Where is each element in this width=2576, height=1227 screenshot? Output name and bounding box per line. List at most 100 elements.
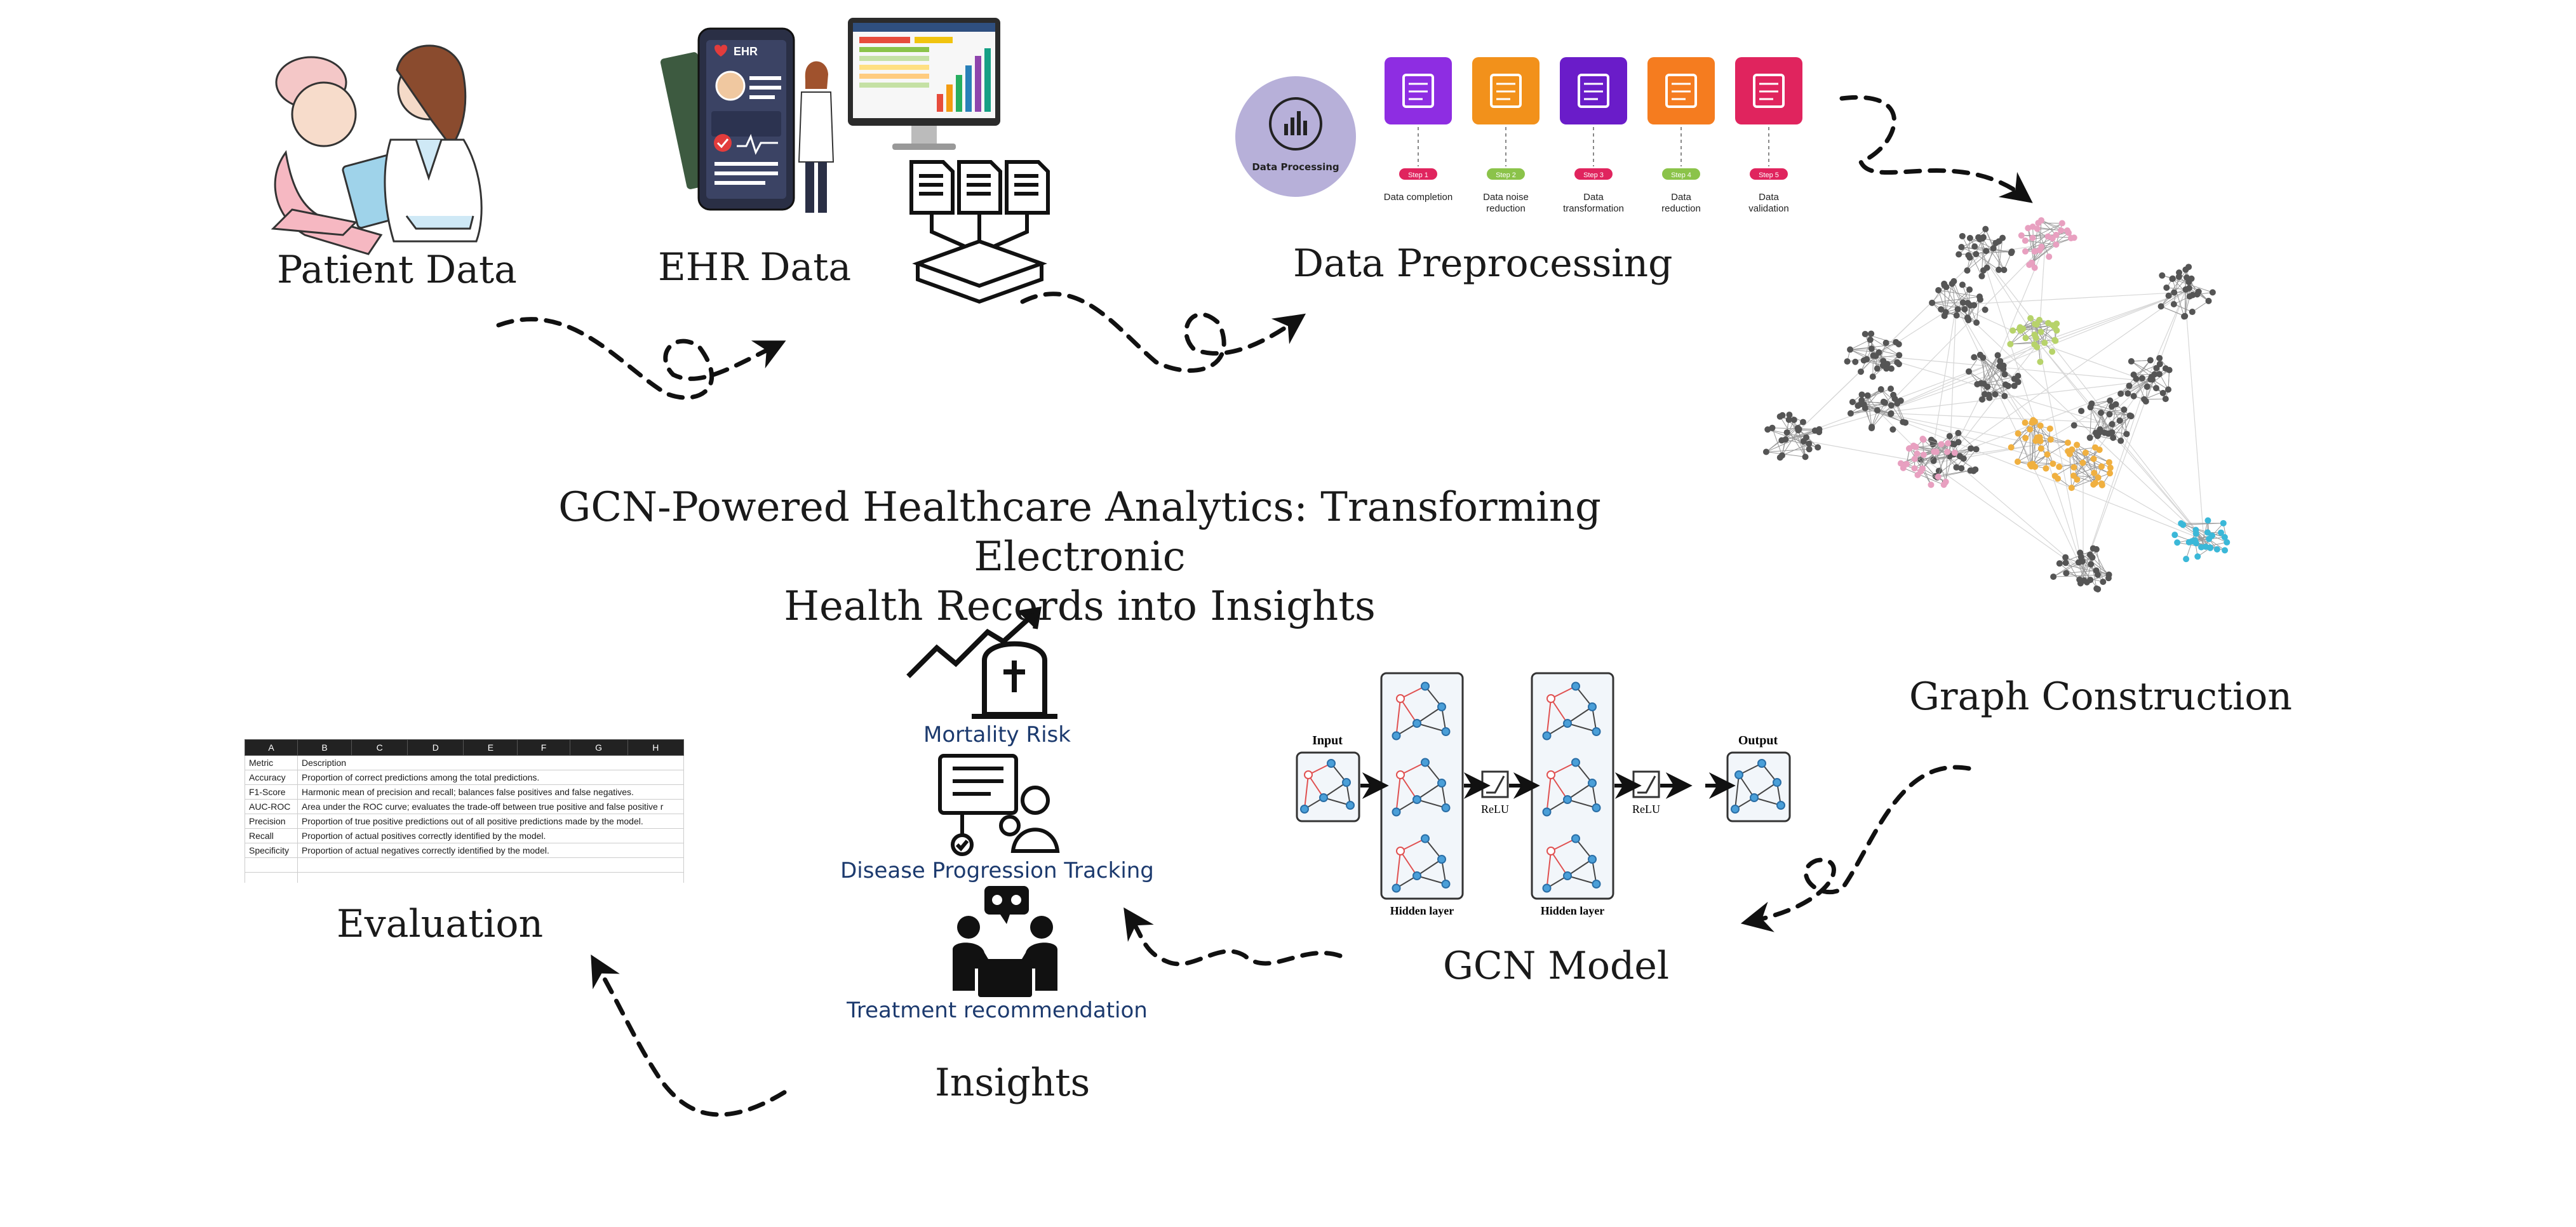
graph-node	[2001, 371, 2008, 378]
graph-node	[2052, 337, 2059, 344]
graph-node	[1959, 299, 1966, 306]
graph-node	[2095, 474, 2102, 481]
graph-node	[2031, 264, 2038, 271]
graph-node	[2055, 475, 2062, 482]
graph-node	[2029, 259, 2036, 266]
graph-node	[2106, 411, 2113, 418]
graph-node	[2192, 526, 2199, 533]
graph-node	[1996, 238, 2002, 245]
step-label: Data completion	[1384, 192, 1452, 203]
graph-node	[1971, 243, 1978, 250]
graph-node	[2029, 234, 2036, 241]
graph-node	[2041, 339, 2048, 346]
step-badge: Step 5	[1759, 171, 1779, 179]
graph-node	[2056, 464, 2063, 471]
evaluation-label: Evaluation	[337, 902, 544, 946]
graph-node	[1903, 460, 1910, 467]
graph-node	[2166, 366, 2173, 373]
metric-cell: AUC-ROC	[245, 799, 298, 814]
graph-node	[1920, 452, 1927, 459]
gcn-hidden-layer-2	[1531, 672, 1614, 900]
graph-cluster	[2117, 354, 2173, 405]
graph-node	[2171, 532, 2178, 539]
graph-node	[2049, 460, 2056, 467]
graph-node	[2087, 577, 2094, 584]
graph-cluster	[1847, 386, 1909, 433]
gcn-mini-graph	[1392, 758, 1451, 817]
description-cell: Proportion of correct predictions among …	[297, 770, 684, 785]
ehr-data-label: EHR Data	[658, 245, 852, 290]
graph-node	[1795, 427, 1802, 434]
graph-node	[2051, 323, 2058, 330]
graph-node	[1882, 339, 1889, 346]
trend-tombstone-icon	[906, 607, 1057, 719]
graph-node	[2143, 384, 2150, 391]
graph-node	[2038, 243, 2045, 250]
graph-node	[2105, 575, 2112, 582]
graph-node	[1996, 363, 2003, 370]
graph-node	[2188, 275, 2195, 282]
graph-node	[1889, 426, 1896, 433]
graph-node	[1955, 251, 1962, 258]
graph-node	[2159, 389, 2166, 396]
graph-node	[1955, 439, 1962, 446]
arrow-graph-to-gcn	[1740, 765, 1971, 932]
graph-node	[1869, 373, 1876, 380]
graph-node	[2022, 237, 2029, 244]
graph-node	[1985, 391, 1992, 398]
graph-node	[1888, 402, 1895, 409]
column-header: C	[351, 739, 408, 756]
graph-node	[1966, 286, 1973, 293]
graph-node	[2008, 444, 2015, 451]
graph-node	[1888, 410, 1895, 417]
gcn-hidden-label-1: Hidden layer	[1390, 904, 1454, 917]
description-cell: Area under the ROC curve; evaluates the …	[297, 799, 684, 814]
arrow-patient-to-ehr	[496, 317, 786, 400]
graph-node	[2117, 390, 2124, 397]
graph-node	[2027, 315, 2034, 322]
diagram-title: GCN-Powered Healthcare Analytics: Transf…	[483, 483, 1677, 631]
insight-mortality-risk: Mortality Risk	[923, 722, 1071, 748]
graph-node	[1938, 441, 1945, 448]
graph-node	[2183, 556, 2190, 563]
patient-data-label: Patient Data	[277, 248, 517, 292]
graph-node	[2022, 248, 2029, 255]
graph-node	[1954, 306, 1961, 313]
graph-node	[1990, 245, 1997, 252]
gcn-mini-graph	[1542, 758, 1601, 817]
graph-node	[1785, 416, 1792, 423]
graph-node	[1980, 380, 1987, 387]
graph-node	[1982, 225, 1989, 232]
graph-node	[2093, 585, 2100, 592]
graph-node	[1973, 319, 1980, 326]
graph-node	[1881, 399, 1888, 406]
graph-node	[1783, 429, 1790, 436]
graph-node	[1884, 361, 1891, 368]
graph-node	[2147, 357, 2154, 364]
graph-node	[1958, 465, 1965, 472]
data-processing-text: Data Processing	[1252, 161, 1339, 173]
graph-node	[2075, 559, 2082, 566]
graph-node	[2009, 327, 2016, 334]
graph-node	[2015, 430, 2022, 437]
gcn-mini-graph	[1542, 834, 1601, 893]
graph-node	[2095, 430, 2102, 437]
graph-node	[2107, 464, 2114, 471]
graph-node	[1911, 455, 1918, 462]
graph-node	[2126, 412, 2133, 419]
graph-node	[2091, 469, 2098, 476]
graph-node	[2123, 431, 2130, 438]
graph-node	[2014, 458, 2021, 465]
graph-node	[1911, 465, 1918, 472]
graph-node	[1802, 453, 1809, 460]
graph-node	[1967, 467, 1974, 474]
graph-node	[2046, 253, 2053, 260]
graph-node	[2204, 529, 2211, 536]
graph-node	[2209, 289, 2216, 296]
graph-node	[1852, 358, 1859, 365]
graph-node	[2130, 392, 2137, 399]
